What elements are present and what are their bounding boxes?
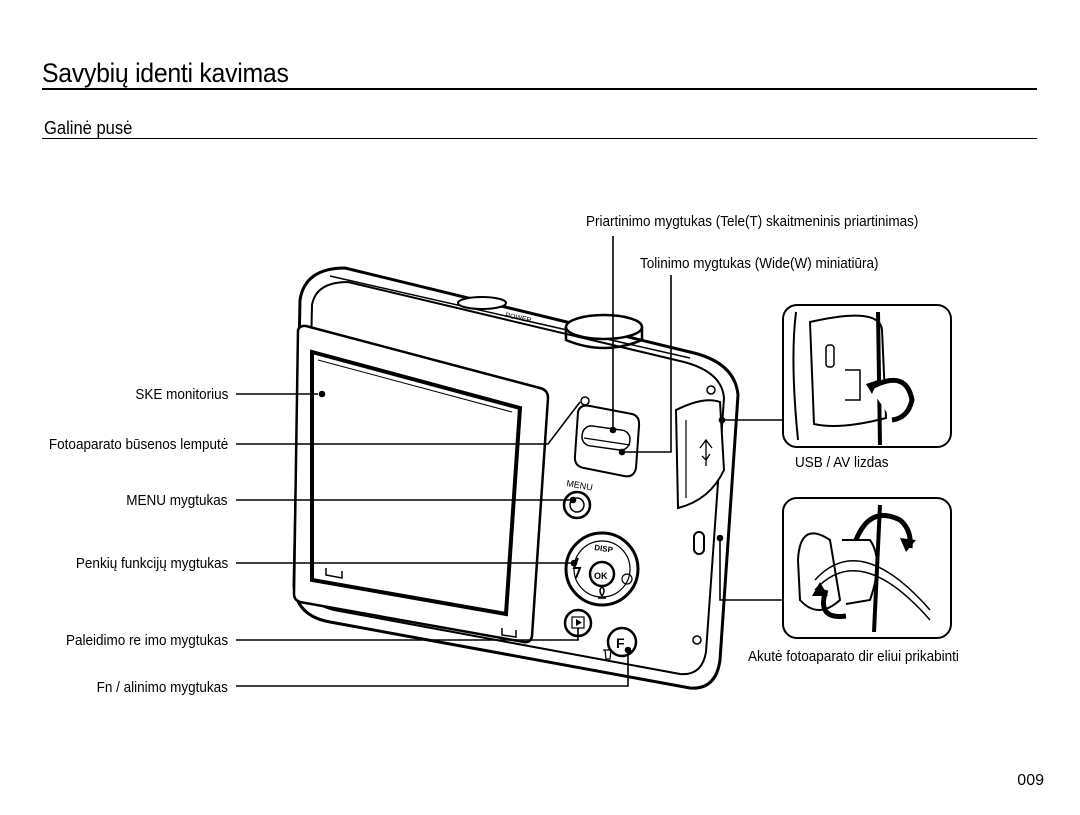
lcd-screen xyxy=(310,349,523,617)
label-tele-button: Priartinimo mygtukas (Tele(T) skaitmenin… xyxy=(586,213,919,230)
label-lcd: SKE monitorius xyxy=(134,386,228,403)
ok-text: OK xyxy=(594,571,608,581)
label-play-button: Paleidimo re imo mygtukas xyxy=(65,632,228,649)
label-menu-button: MENU mygtukas xyxy=(126,492,228,509)
strap-eyelet xyxy=(693,531,705,555)
zoom-rocker xyxy=(581,425,631,451)
label-fn-button: Fn / alinimo mygtukas xyxy=(96,679,228,696)
power-button xyxy=(457,296,507,310)
page-title: Savybių identi kavimas xyxy=(42,58,289,88)
menu-text: MENU xyxy=(566,478,594,492)
usb-icon xyxy=(699,438,713,466)
section-title: Galinė pusė xyxy=(44,118,133,138)
label-status-lamp: Fotoaparato būsenos lemputė xyxy=(48,436,228,453)
page-number: 009 xyxy=(1017,772,1044,789)
title-rule xyxy=(42,88,1037,90)
label-strap-eyelet: Akutė fotoaparato dir eliui prikabinti xyxy=(748,648,959,665)
label-usb-port: USB / AV lizdas xyxy=(795,454,889,471)
label-five-way-button: Penkių funkcijų mygtukas xyxy=(75,555,228,572)
strap-detail-inset xyxy=(782,497,952,639)
usb-door xyxy=(674,399,726,510)
label-wide-button: Tolinimo mygtukas (Wide(W) miniatiūra) xyxy=(640,255,879,272)
usb-detail-inset xyxy=(782,304,952,448)
status-lamp xyxy=(580,396,590,406)
fn-text: F xyxy=(616,635,625,651)
leader-lines xyxy=(236,236,784,687)
trash-icon xyxy=(603,649,612,660)
macro-icon xyxy=(598,586,606,599)
timer-icon xyxy=(621,573,633,585)
disp-text: DISP xyxy=(594,543,614,555)
ok-button xyxy=(588,560,616,588)
shutter-button xyxy=(564,313,644,341)
section-rule xyxy=(42,138,1037,139)
